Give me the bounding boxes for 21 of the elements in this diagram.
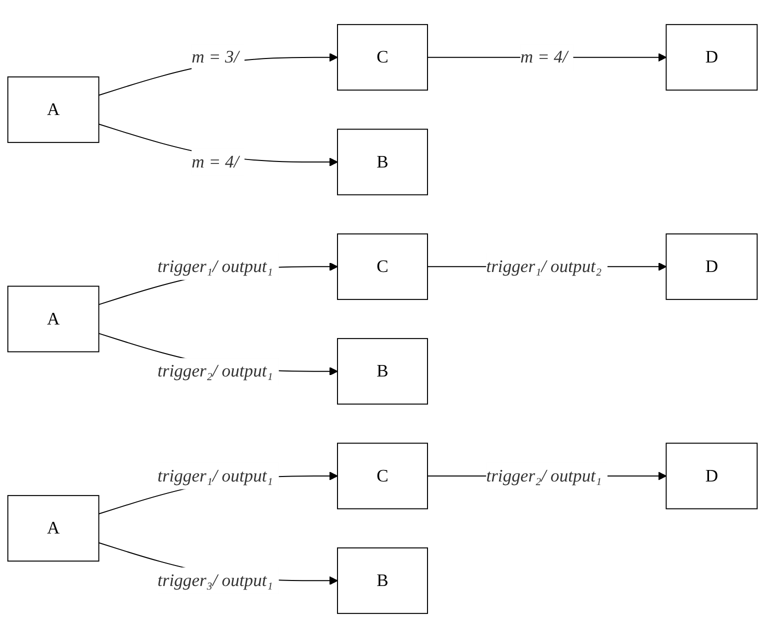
edge-label: trigger₁/ output₁: [157, 256, 273, 276]
edge-label: m = 4/: [192, 152, 239, 172]
edge-label: trigger₂/ output₁: [157, 361, 273, 381]
node-box: A: [7, 495, 100, 562]
node-box: A: [7, 76, 100, 143]
node-box: D: [666, 442, 758, 510]
node-box: D: [666, 24, 758, 91]
edge-label: m = 3/: [192, 47, 239, 67]
node-box: B: [337, 547, 428, 614]
node-box: D: [666, 233, 758, 300]
node-box: C: [337, 442, 428, 510]
edge-label: trigger₃/ output₁: [157, 570, 273, 590]
edge-label: trigger₁/ output₁: [157, 466, 273, 486]
node-box: B: [337, 128, 428, 196]
edge-label: trigger₁/ output₂: [486, 256, 602, 276]
node-box: C: [337, 24, 428, 91]
edge-label: trigger₂/ output₁: [486, 466, 602, 486]
node-box: A: [7, 286, 100, 352]
node-box: B: [337, 338, 428, 405]
node-box: C: [337, 233, 428, 300]
edge-label: m = 4/: [520, 47, 568, 67]
